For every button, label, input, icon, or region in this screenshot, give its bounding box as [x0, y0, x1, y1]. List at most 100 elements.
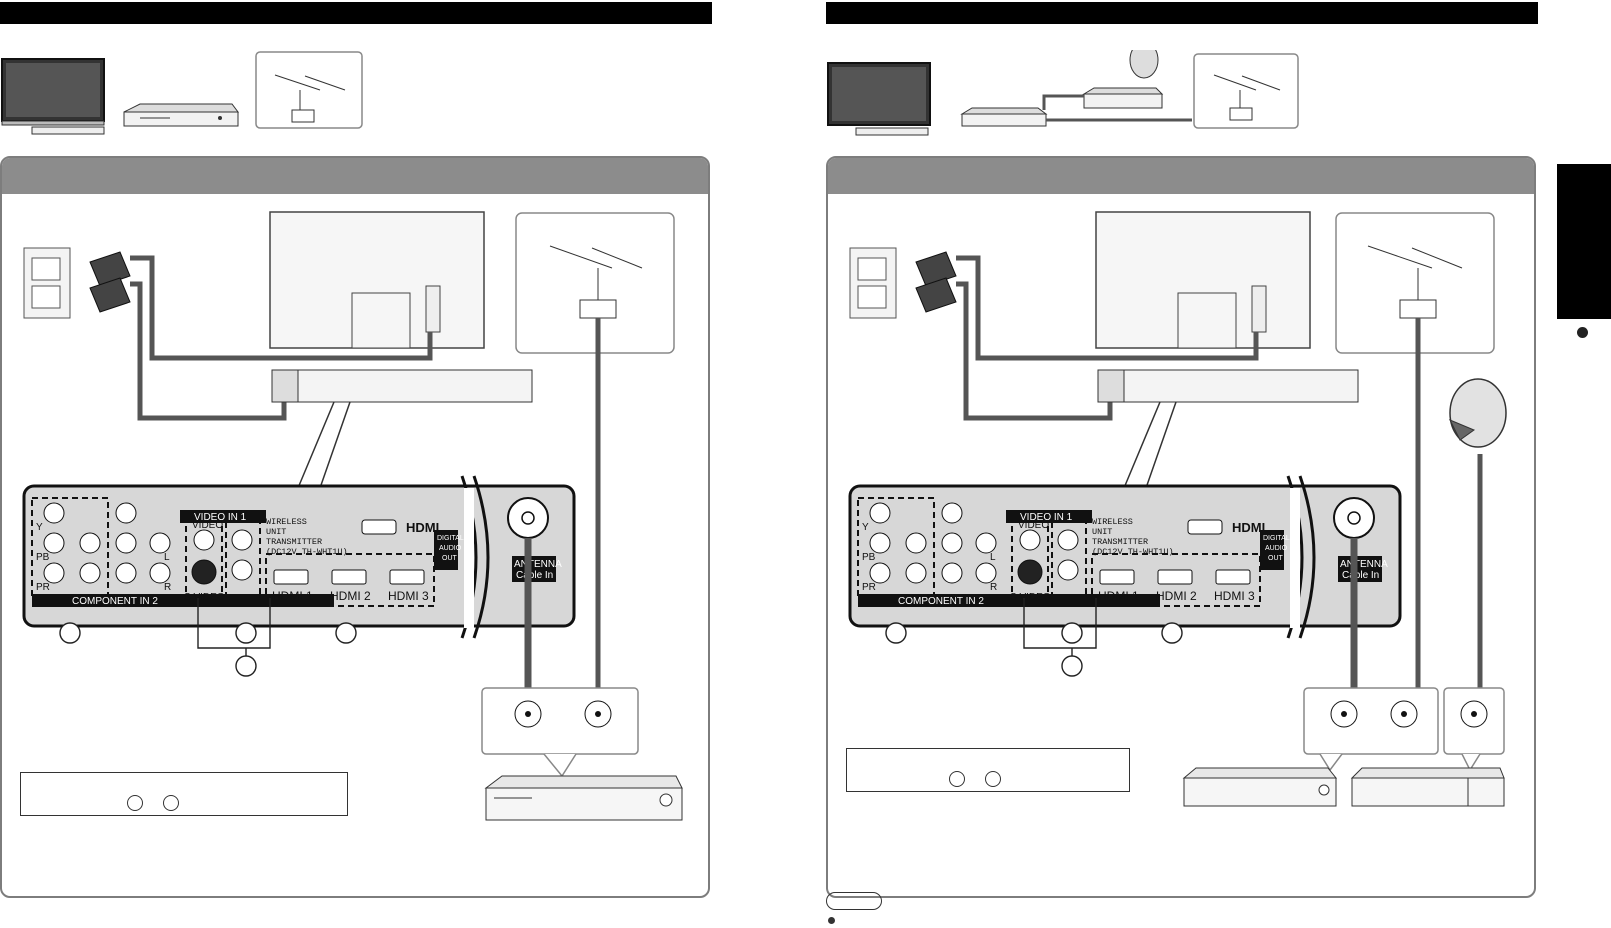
svg-text:TRANSMITTER: TRANSMITTER [266, 537, 322, 547]
recorder-big-icon [484, 775, 683, 821]
hdmi-ports [273, 569, 425, 585]
wireless-unit-icon [1097, 369, 1359, 403]
svg-text:UNIT: UNIT [266, 527, 286, 537]
power-plug-icon [915, 251, 957, 313]
component-in-2-label: COMPONENT IN 2 [898, 596, 984, 607]
s-video-label: S VIDEO [184, 592, 225, 603]
svg-text:Cable In: Cable In [1342, 570, 1379, 581]
video-label: VIDEO [192, 520, 223, 531]
antenna-box [1193, 53, 1299, 129]
svg-text:VIDEO: VIDEO [1018, 520, 1049, 531]
svg-text:DIGITAL: DIGITAL [437, 535, 464, 542]
svg-text:R: R [990, 582, 997, 593]
left-connection-diagram: VIDEO IN 1 COMPONENT IN 2 Y PB PR L R [22, 211, 683, 821]
component-jacks [43, 502, 171, 584]
wall-outlet-icon [23, 247, 71, 319]
ref-circle-b [985, 771, 1001, 787]
hdmi-dashed-box [265, 553, 435, 607]
left-panel-title-bar [2, 158, 708, 194]
svg-text:AUDIO: AUDIO [1265, 545, 1288, 552]
wireless-unit-icon [271, 369, 533, 403]
y-label: Y [36, 522, 43, 533]
svg-text:Y: Y [862, 522, 869, 533]
l-label: L [164, 552, 170, 563]
svg-text:Cable In: Cable In [516, 570, 553, 581]
antenna-big-box [515, 212, 675, 354]
tv-icon [1, 58, 105, 135]
hdmi-2-label: HDMI 2 [330, 589, 371, 603]
right-panel-title-bar [828, 158, 1534, 194]
number-badges [885, 622, 1183, 677]
svg-text:HDMI 1: HDMI 1 [1098, 589, 1139, 603]
svg-text:HDMI: HDMI [1232, 520, 1265, 535]
recorder-icon-small [1182, 767, 1338, 807]
svg-text:DIGITAL: DIGITAL [1263, 535, 1290, 542]
right-connection-panel: VIDEO IN 1 COMPONENT IN 2 Y PB PR L R [826, 156, 1536, 898]
svg-text:OUT: OUT [442, 555, 458, 562]
wall-outlet-icon [849, 247, 897, 319]
right-connection-diagram: VIDEO IN 1 COMPONENT IN 2 Y PB PR L R [848, 211, 1507, 807]
left-overview-diagram [1, 51, 363, 135]
svg-text:AUDIO: AUDIO [439, 545, 462, 552]
svg-text:WIRELESS: WIRELESS [1092, 517, 1133, 527]
right-page: VIDEO IN 1 COMPONENT IN 2 Y PB PR L R [826, 0, 1541, 928]
svg-text:PB: PB [862, 552, 876, 563]
right-note-box [846, 748, 1130, 792]
svg-text:OUT: OUT [1268, 555, 1284, 562]
ref-circle-b [163, 795, 179, 811]
left-page: VIDEO IN 1 COMPONENT IN 2 Y PB PR L R [0, 0, 715, 928]
number-badges [59, 622, 357, 677]
cables [130, 255, 601, 688]
svg-text:PR: PR [862, 582, 876, 593]
recorder-callout-box [481, 687, 639, 755]
svg-text:UNIT: UNIT [1092, 527, 1112, 537]
left-header-bar [0, 2, 712, 24]
hdmi-top-port [361, 519, 397, 535]
left-connection-panel: VIDEO IN 1 COMPONENT IN 2 Y PB PR L R [0, 156, 710, 898]
power-plug-icon [89, 251, 131, 313]
hdmi-1-label: HDMI 1 [272, 589, 313, 603]
antenna-label: ANTENNA [514, 559, 562, 570]
pb-label: PB [36, 552, 50, 563]
recorder-icon [123, 103, 239, 127]
rear-panel: VIDEO IN 1 COMPONENT IN 2 Y PB PR L R [848, 475, 1402, 639]
pr-label: PR [36, 582, 50, 593]
tv-back-icon [269, 211, 485, 349]
svg-text:HDMI 2: HDMI 2 [1156, 589, 1197, 603]
antenna-big-box [1335, 212, 1495, 354]
cables [956, 255, 1483, 688]
side-bullet-dot [1577, 327, 1588, 338]
svg-text:TRANSMITTER: TRANSMITTER [1092, 537, 1148, 547]
video-in-1-label: VIDEO IN 1 [1020, 512, 1073, 523]
ref-circle-a [949, 771, 965, 787]
satellite-receiver-icon [1082, 50, 1164, 109]
zoom-line-1 [297, 401, 335, 489]
note-pill [826, 892, 882, 910]
tv-icon [827, 62, 931, 136]
antenna-box [255, 51, 363, 129]
rear-panel: VIDEO IN 1 COMPONENT IN 2 Y PB PR L R [22, 475, 576, 639]
right-header-bar [826, 2, 1538, 24]
ref-circle-a [127, 795, 143, 811]
svg-text:WIRELESS: WIRELESS [266, 517, 307, 527]
recorder-callout-box [1303, 687, 1439, 755]
r-label: R [164, 582, 171, 593]
zoom-line-2 [319, 401, 351, 489]
satellite-receiver-big-icon [1350, 767, 1505, 807]
tv-back-icon [1095, 211, 1311, 349]
hdmi-3-label: HDMI 3 [388, 589, 429, 603]
left-note-box [20, 772, 348, 816]
svg-text:(DC12V TH-WHT1U): (DC12V TH-WHT1U) [1092, 547, 1174, 557]
component-dashed-box [31, 497, 109, 597]
right-overview-diagram [827, 50, 1299, 136]
recorder-icon [960, 107, 1048, 127]
satellite-dish-icon [1448, 378, 1507, 448]
section-side-tab [1557, 164, 1611, 319]
svg-text:(DC12V TH-WHT1U): (DC12V TH-WHT1U) [266, 547, 348, 557]
svg-text:ANTENNA: ANTENNA [1340, 559, 1388, 570]
svg-text:L: L [990, 552, 996, 563]
video-in-1-label: VIDEO IN 1 [194, 512, 247, 523]
video-jacks [191, 529, 253, 585]
note-bullet-dot [828, 917, 835, 924]
hdmi-logo: HDMI [406, 520, 439, 535]
